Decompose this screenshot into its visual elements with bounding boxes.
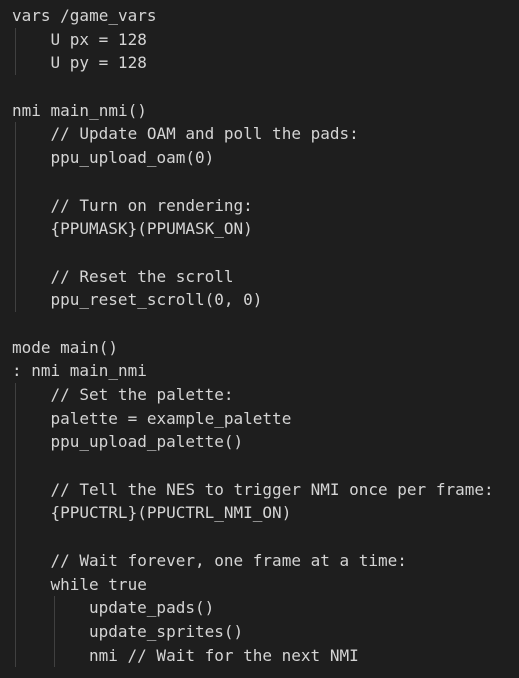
code-line: while true — [0, 572, 519, 597]
indent-guide — [15, 643, 16, 668]
code-line: // Set the palette: — [0, 383, 519, 407]
indent-guide — [15, 288, 16, 312]
indent-guide — [15, 193, 16, 218]
code-text: {PPUCTRL}(PPUCTRL_NMI_ON) — [50, 503, 292, 523]
code-line: ppu_upload_palette() — [0, 430, 519, 455]
indent-guide — [15, 430, 16, 455]
code-text: ppu_upload_oam(0) — [50, 148, 215, 168]
code-line: update_sprites() — [0, 619, 519, 644]
indent-guide — [53, 619, 55, 644]
code-line — [0, 525, 519, 549]
indent-guide — [15, 51, 16, 76]
code-line: // Tell the NES to trigger NMI once per … — [0, 477, 519, 502]
indent-guide — [15, 477, 16, 502]
code-text: ppu_upload_palette() — [50, 432, 244, 452]
code-text: nmi main_nmi() — [12, 100, 147, 120]
indent-guide — [15, 264, 16, 289]
code-line: // Reset the scroll — [0, 264, 519, 289]
code-text: U px = 128 — [50, 29, 147, 49]
code-text: ppu_reset_scroll(0, 0) — [50, 290, 263, 310]
code-line: nmi // Wait for the next NMI — [0, 643, 519, 668]
code-text: // Update OAM and poll the pads: — [50, 124, 359, 144]
indent-guide — [15, 619, 16, 644]
code-text: update_sprites() — [89, 621, 244, 641]
indent-guide — [15, 27, 16, 52]
indent-guide — [15, 122, 16, 147]
code-line: {PPUMASK}(PPUMASK_ON) — [0, 217, 519, 241]
code-line: // Wait forever, one frame at a time: — [0, 548, 519, 573]
indent-guide — [15, 240, 16, 265]
code-line: U py = 128 — [0, 51, 519, 76]
code-text: while true — [50, 574, 147, 594]
code-line — [0, 75, 519, 99]
indent-guide — [15, 548, 16, 573]
indent-guide — [15, 169, 16, 194]
code-line — [0, 454, 519, 478]
indent-guide — [15, 454, 16, 478]
code-line — [0, 169, 519, 194]
code-line: : nmi main_nmi — [0, 359, 519, 383]
code-line: nmi main_nmi() — [0, 99, 519, 123]
indent-guide — [15, 501, 16, 526]
indent-guide — [15, 525, 16, 549]
indent-guide — [15, 596, 16, 620]
code-line: U px = 128 — [0, 27, 519, 52]
code-text: U py = 128 — [50, 53, 147, 73]
code-text: vars /game_vars — [12, 6, 157, 25]
code-text: update_pads() — [89, 598, 215, 618]
code-text: // Wait forever, one frame at a time: — [50, 550, 407, 570]
code-line: {PPUCTRL}(PPUCTRL_NMI_ON) — [0, 501, 519, 526]
indent-guide — [15, 383, 16, 407]
indent-guide — [15, 146, 16, 170]
code-line: vars /game_vars — [0, 4, 519, 28]
code-text: // Reset the scroll — [50, 266, 234, 286]
code-text: // Turn on rendering: — [50, 195, 253, 215]
code-text: palette = example_palette — [50, 408, 292, 428]
code-line — [0, 312, 519, 336]
code-text: {PPUMASK}(PPUMASK_ON) — [50, 219, 253, 239]
code-text: // Tell the NES to trigger NMI once per … — [50, 479, 494, 499]
code-line: // Turn on rendering: — [0, 193, 519, 218]
code-line: // Update OAM and poll the pads: — [0, 122, 519, 147]
code-text: mode main() — [12, 337, 118, 357]
indent-guide — [15, 406, 16, 431]
indent-guide — [53, 643, 55, 668]
indent-guide — [15, 572, 16, 597]
code-line: update_pads() — [0, 596, 519, 620]
code-text: nmi // Wait for the next NMI — [89, 645, 359, 665]
code-line: mode main() — [0, 336, 519, 360]
code-line: ppu_upload_oam(0) — [0, 146, 519, 170]
code-text: : nmi main_nmi — [12, 361, 147, 381]
indent-guide — [15, 217, 16, 241]
indent-guide — [53, 596, 55, 620]
code-text: // Set the palette: — [50, 385, 234, 404]
code-line: palette = example_palette — [0, 406, 519, 431]
code-line — [0, 240, 519, 265]
code-line: ppu_reset_scroll(0, 0) — [0, 288, 519, 312]
